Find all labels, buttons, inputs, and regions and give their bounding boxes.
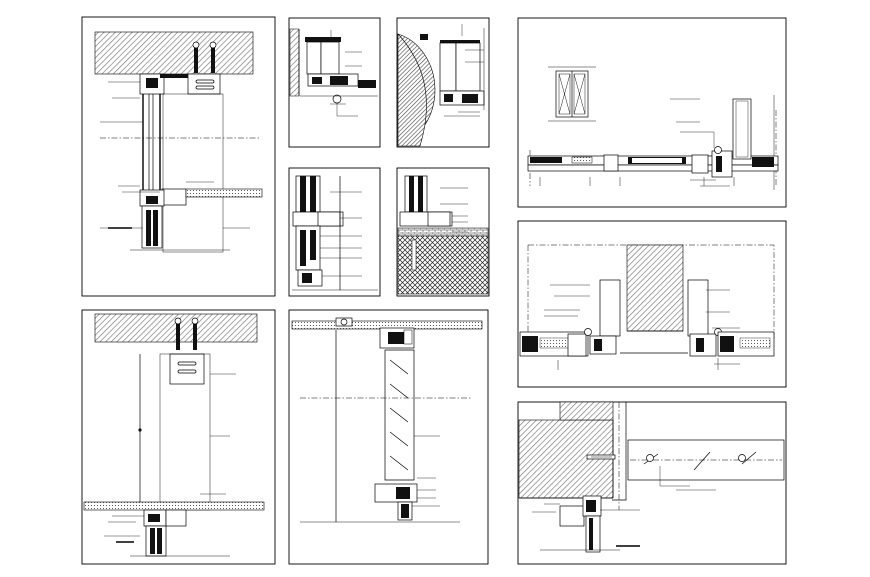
detail-louvre-section xyxy=(288,309,489,565)
detail-partition-head-sill-section xyxy=(81,16,276,297)
detail-sill-detail-a xyxy=(288,167,381,297)
detail-glazing-plan-section xyxy=(517,220,787,388)
detail-column-junction-detail xyxy=(517,401,787,565)
detail-door-plan-section xyxy=(517,17,787,208)
detail-head-detail-b xyxy=(396,17,490,148)
detail-head-detail-a xyxy=(288,17,381,148)
detail-partition-full-height-section xyxy=(81,309,276,565)
detail-sill-detail-b xyxy=(396,167,490,297)
